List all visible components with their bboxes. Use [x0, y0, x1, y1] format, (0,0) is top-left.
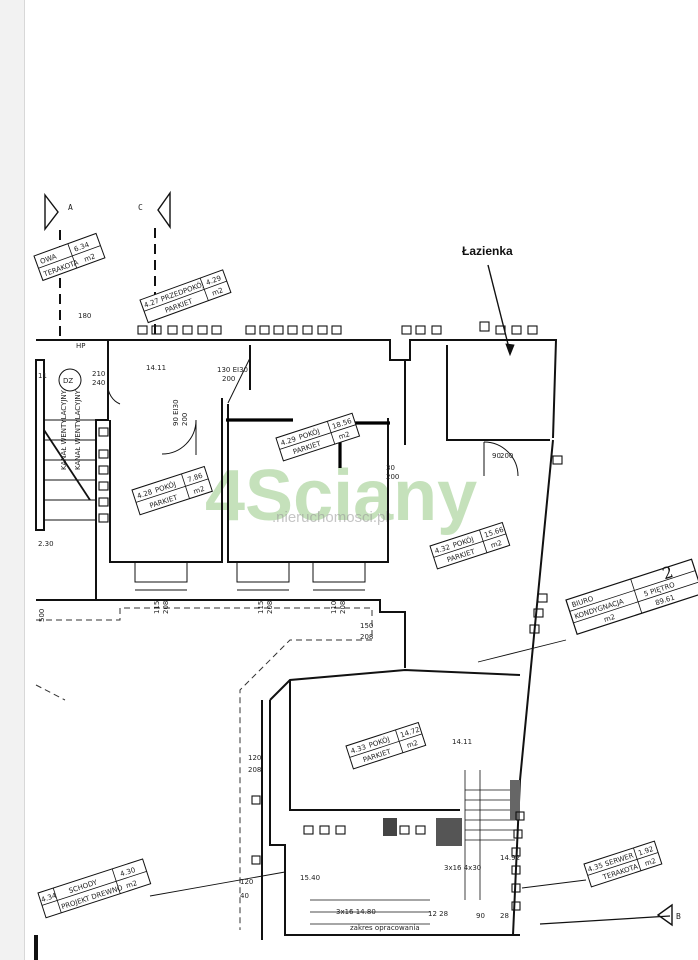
scan-left-margin: [0, 0, 25, 960]
dimension-labels: 180 14.11 11 210 240 130 EI30 200 90 EI3…: [38, 312, 520, 920]
section-marker-c: C: [138, 190, 171, 340]
window-openings: [134, 561, 366, 591]
section-c-label: C: [138, 203, 143, 212]
svg-text:m2: m2: [603, 613, 616, 624]
walls: [35, 339, 558, 940]
label-top-left: OWA 6.34 TERAKOTA m2: [33, 232, 106, 282]
svg-text:500: 500: [38, 609, 46, 622]
svg-text:m2: m2: [406, 739, 419, 750]
svg-text:3x16 4x30: 3x16 4x30: [444, 864, 481, 872]
svg-text:m2: m2: [211, 286, 224, 297]
dashed-boundaries: [35, 607, 373, 930]
svg-text:208: 208: [339, 601, 347, 614]
watermark-brand: 4Sciany: [205, 456, 477, 536]
svg-text:3x16 14.80: 3x16 14.80: [336, 908, 376, 916]
svg-text:210: 210: [92, 370, 105, 378]
svg-text:11: 11: [38, 372, 47, 380]
svg-text:240: 240: [92, 379, 105, 387]
hatched-blocks: [383, 780, 520, 846]
svg-text:m2: m2: [490, 539, 503, 550]
stairs-left: [43, 419, 96, 521]
svg-text:208: 208: [248, 766, 261, 774]
svg-text:m2: m2: [338, 430, 351, 441]
svg-text:200: 200: [500, 452, 513, 460]
watermark-sub: .nieruchomosci.pl: [272, 509, 389, 526]
label-schody: 4.34 SCHODY 4.30 PROJEKT DREWNO m2: [37, 858, 152, 919]
svg-text:200: 200: [181, 413, 189, 426]
svg-text:208: 208: [360, 633, 373, 641]
svg-text:14.92: 14.92: [500, 854, 520, 862]
callout-lazienka: Łazienka: [462, 244, 513, 258]
svg-text:110: 110: [330, 601, 338, 614]
svg-text:115: 115: [257, 601, 265, 614]
svg-text:m2: m2: [125, 879, 138, 890]
svg-text:30: 30: [386, 464, 395, 472]
svg-text:15.40: 15.40: [300, 874, 320, 882]
svg-text:2.30: 2.30: [38, 540, 54, 548]
stairs-bottom: [310, 770, 515, 925]
svg-text:14.11: 14.11: [146, 364, 166, 372]
scan-edge-mark: [34, 935, 38, 960]
biuro-summary: BIURO KONDYGNACJA 5 PIĘTRO 89.61 m2 2: [565, 558, 698, 635]
svg-text:200: 200: [386, 473, 399, 481]
section-marker-b: B: [539, 903, 681, 927]
scope-note: zakres opracowania: [350, 924, 420, 932]
svg-text:90: 90: [492, 452, 501, 460]
svg-text:208: 208: [162, 601, 170, 614]
svg-text:12 28: 12 28: [428, 910, 448, 918]
vent-label-1: KANAŁ WENTYLACYJNY: [60, 389, 68, 470]
section-a-label: A: [68, 203, 73, 212]
leader-lines: [149, 264, 587, 897]
svg-text:120: 120: [248, 754, 261, 762]
svg-text:208: 208: [266, 601, 274, 614]
label-room-429: 4.29 POKÓJ 18.56 PARKIET m2: [275, 412, 361, 462]
svg-text:150: 150: [360, 622, 373, 630]
svg-text:200: 200: [222, 375, 235, 383]
svg-text:115: 115: [153, 601, 161, 614]
watermark: 4Sciany .nieruchomosci.pl: [205, 456, 477, 536]
svg-text:90 EI30: 90 EI30: [172, 399, 180, 426]
label-room-428: 4.28 POKÓJ 7.86 PARKIET m2: [131, 465, 213, 516]
columns: [98, 321, 563, 911]
vent-label-2: KANAŁ WENTYLACYJNY: [74, 389, 82, 470]
svg-text:90: 90: [476, 912, 485, 920]
hp-label: HP: [76, 342, 86, 350]
svg-text:m2: m2: [83, 252, 96, 263]
svg-text:120: 120: [240, 878, 253, 886]
svg-text:28: 28: [500, 912, 509, 920]
svg-text:m2: m2: [192, 485, 205, 496]
svg-text:40: 40: [240, 892, 249, 900]
label-serwer: 4.35 SERWER 1.92 TERAKOTA m2: [583, 840, 663, 888]
svg-text:130 EI30: 130 EI30: [217, 366, 248, 374]
svg-text:DZ: DZ: [63, 377, 73, 385]
door-swings: [107, 357, 519, 477]
svg-text:m2: m2: [644, 857, 657, 868]
dz-marker: DZ: [58, 368, 82, 392]
label-hall: 4.27 PRZEDPOKÓJ 4.29 PARKIET m2: [139, 269, 232, 324]
label-room-433: 4.33 POKÓJ 14.72 PARKIET m2: [345, 721, 427, 770]
section-b-label: B: [676, 912, 681, 921]
svg-text:180: 180: [78, 312, 91, 320]
svg-text:14.11: 14.11: [452, 738, 472, 746]
